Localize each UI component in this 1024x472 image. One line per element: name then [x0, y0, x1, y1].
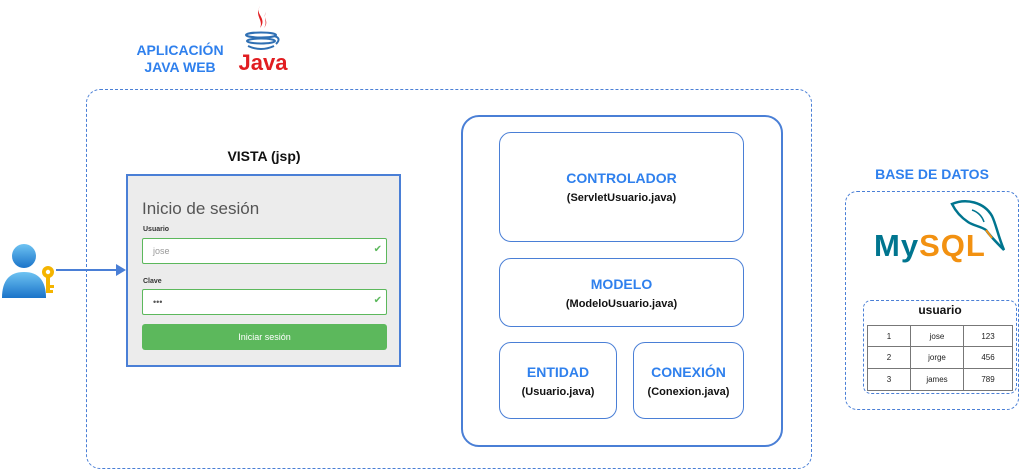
table-cell: 2: [867, 347, 911, 369]
application-container: [86, 89, 812, 469]
table-cell: jose: [911, 325, 964, 347]
conexion-box: CONEXIÓN (Conexion.java): [633, 342, 744, 419]
modelo-file: (ModeloUsuario.java): [565, 297, 678, 310]
usuario-table: [863, 300, 1017, 394]
java-logo-text: Java: [238, 50, 288, 75]
username-label: Usuario: [143, 226, 170, 233]
modelo-box: MODELO (ModeloUsuario.java): [499, 258, 744, 327]
username-field[interactable]: jose ✔: [142, 238, 387, 264]
entidad-file: (Usuario.java): [521, 385, 595, 398]
table-cell: 3: [867, 369, 911, 391]
mvc-container: [461, 115, 783, 447]
app-title-line2: JAVA WEB: [144, 59, 216, 75]
entidad-box: ENTIDAD (Usuario.java): [499, 342, 617, 419]
conexion-title: CONEXIÓN: [651, 363, 726, 380]
user-key-icon: [2, 244, 54, 298]
table-row: 1 jose 123: [867, 325, 1013, 347]
table-name: usuario: [918, 303, 962, 317]
table-body: 1 jose 123 2 jorge 456 3 james 789: [867, 325, 1013, 391]
table-cell: 1: [867, 325, 911, 347]
mysql-logo-sql: SQL: [919, 228, 986, 263]
password-label: Clave: [143, 278, 162, 285]
password-field[interactable]: ••• ✔: [142, 289, 387, 315]
controlador-file: (ServletUsuario.java): [566, 192, 677, 204]
user-to-view-arrow: [56, 269, 120, 271]
mysql-logo-my: My: [874, 228, 920, 263]
mysql-dolphin-icon: [950, 200, 1006, 251]
username-value: jose: [153, 246, 170, 256]
controlador-title: CONTROLADOR: [566, 170, 677, 186]
database-container: [845, 191, 1019, 410]
database-title: BASE DE DATOS: [875, 166, 989, 182]
password-value: •••: [153, 297, 163, 307]
controlador-box: CONTROLADOR (ServletUsuario.java): [499, 132, 744, 242]
table-row: 2 jorge 456: [867, 347, 1013, 369]
app-title-line1: APLICACIÓN: [136, 42, 224, 58]
check-icon: ✔: [373, 295, 382, 306]
java-coffee-cup-icon: [245, 6, 280, 50]
app-title: APLICACIÓN JAVA WEB: [120, 42, 240, 76]
table-cell: 789: [964, 369, 1013, 391]
mysql-logo: MySQL: [874, 228, 986, 264]
entidad-title: ENTIDAD: [526, 363, 590, 380]
table-cell: 123: [964, 325, 1013, 347]
conexion-file: (Conexion.java): [647, 385, 730, 398]
login-heading: Inicio de sesión: [142, 199, 260, 218]
login-submit-button[interactable]: Iniciar sesión: [142, 324, 387, 350]
modelo-title: MODELO: [590, 275, 653, 292]
table-cell: 456: [964, 347, 1013, 369]
arrow-head-icon: [116, 264, 126, 276]
table-cell: jorge: [911, 347, 964, 369]
table-row: 3 james 789: [867, 369, 1013, 391]
check-icon: ✔: [373, 244, 382, 255]
vista-title: VISTA (jsp): [227, 148, 301, 164]
table-cell: james: [911, 369, 964, 391]
